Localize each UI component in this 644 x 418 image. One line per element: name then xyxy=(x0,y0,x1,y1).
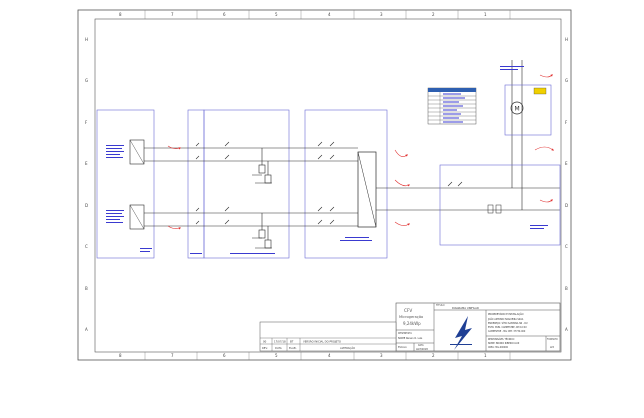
grid-row-right: D xyxy=(565,203,568,208)
pv-array-box xyxy=(96,109,155,259)
grid-col-bottom: 4 xyxy=(328,353,331,358)
grid-row-left: C xyxy=(85,244,88,249)
project-sub: Microgeração xyxy=(399,315,423,319)
red-annotations xyxy=(167,74,554,230)
rev-header: DATA xyxy=(275,346,282,350)
grid-row-left: B xyxy=(85,286,88,291)
grid-right-labels: H G F E D C B A xyxy=(565,37,568,332)
grid-row-left: A xyxy=(85,327,88,332)
rev-header: ELAB. xyxy=(289,346,297,350)
outer-frame xyxy=(77,9,572,361)
grid-row-left: H xyxy=(85,37,88,42)
warning-label xyxy=(533,87,547,95)
grid-col-bottom: 2 xyxy=(432,353,435,358)
surge-protectors xyxy=(252,148,272,249)
grid-col-top: 3 xyxy=(380,12,383,17)
inverter-protection-box xyxy=(304,109,388,259)
string-box-dc xyxy=(187,109,290,259)
grid-row-left: G xyxy=(85,78,88,83)
dc-switches xyxy=(195,141,335,225)
format-value: A3 xyxy=(550,345,554,349)
rev-number: 00 xyxy=(263,340,267,344)
designer-label: DESENHISTA xyxy=(398,332,412,335)
date-value: AGT/2018 xyxy=(416,348,428,351)
grid-col-bottom: 1 xyxy=(484,353,487,358)
meter-box: M xyxy=(500,66,552,136)
ac-distribution-box xyxy=(439,164,561,246)
pv-string-2-text xyxy=(106,210,124,223)
owner-line: JOÃO ANTONIO NOGUEIRA SILVA xyxy=(487,318,524,321)
motor-icon-label: M xyxy=(515,106,520,113)
grid-row-right: H xyxy=(565,37,568,42)
lightning-logo-icon xyxy=(450,316,472,350)
grid-col-top: 6 xyxy=(223,12,226,17)
grid-row-right: F xyxy=(565,120,568,125)
grid-row-left: D xyxy=(85,203,88,208)
grid-col-bottom: 5 xyxy=(275,353,278,358)
grid-col-top: 5 xyxy=(275,12,278,17)
format-label: FORMATO xyxy=(547,338,558,341)
grid-ticks xyxy=(144,10,511,360)
project-power: 9,24kWp xyxy=(403,321,421,326)
rev-author: BT xyxy=(290,340,294,344)
grid-col-top: 8 xyxy=(119,12,122,17)
sheet-title-label: TÍTULO xyxy=(436,304,445,307)
grid-col-bottom: 8 xyxy=(119,353,122,358)
inner-frame xyxy=(94,18,562,353)
motor-icon xyxy=(510,101,524,115)
owner-line: CAMPESTRE - MG CEP: 37730-000 xyxy=(488,330,526,333)
pv-string-1-text xyxy=(106,145,124,158)
rev-change: VERSÃO INICIAL DO PROJETO xyxy=(303,339,341,344)
dc-wires xyxy=(144,147,358,227)
grid-left-labels: H G F E D C B A xyxy=(85,37,88,332)
revision-table: 00 17/07/18 BT VERSÃO INICIAL DO PROJETO… xyxy=(259,321,397,352)
rev-date: 17/07/18 xyxy=(274,340,286,344)
grid-col-top: 7 xyxy=(171,12,174,17)
grid-col-top: 4 xyxy=(328,12,331,17)
pv-module-icon xyxy=(129,139,145,165)
symbol-legend xyxy=(427,87,477,125)
grid-col-bottom: 6 xyxy=(223,353,226,358)
grid-bottom-labels: 8 7 6 5 4 3 2 1 xyxy=(119,353,487,358)
grid-row-right: G xyxy=(565,78,568,83)
owner-line: ESTR. MUN. CAMPESTRE, KM 10 RU xyxy=(488,326,527,329)
title-block: CFV Microgeração 9,24kWp DESENHISTA NOME… xyxy=(395,302,561,352)
resp-crea: CREA: MG-000000 xyxy=(488,346,509,349)
grid-row-left: F xyxy=(85,120,88,125)
designer-name: NOME Renan O. Luis xyxy=(398,337,423,340)
inverter-icon xyxy=(357,151,377,228)
resp-label: RESPONSÁVEL TÉCNICO xyxy=(488,338,515,341)
grid-col-bottom: 3 xyxy=(380,353,383,358)
grid-row-right: E xyxy=(565,161,568,166)
owner-label: PROPRIETÁRIO E INSTALAÇÃO xyxy=(488,313,524,316)
grid-col-bottom: 7 xyxy=(171,353,174,358)
sheet-title: DIAGRAMA UNIFILAR xyxy=(452,306,479,310)
grid-row-right: A xyxy=(565,327,568,332)
grid-row-left: E xyxy=(85,161,88,166)
grid-col-top: 1 xyxy=(484,12,487,17)
rev-header: REV. xyxy=(262,346,268,350)
rev-header: ALTERAÇÃO xyxy=(340,345,355,350)
grid-top-labels: 8 7 6 5 4 3 2 1 xyxy=(119,12,487,17)
grid-col-top: 2 xyxy=(432,12,435,17)
scale-label: ESCALA xyxy=(398,346,407,349)
date-label: DATA xyxy=(418,344,424,347)
pv-module-icon xyxy=(129,204,145,230)
resp-name: NOME: BRUNO RIBEIRO LUIZ xyxy=(488,342,520,345)
grid-row-right: B xyxy=(565,286,568,291)
owner-line: ENDEREÇO: SÍTIO SANTANA SN - RU xyxy=(488,322,528,325)
project-code: CFV xyxy=(404,308,412,313)
grid-row-right: C xyxy=(565,244,568,249)
